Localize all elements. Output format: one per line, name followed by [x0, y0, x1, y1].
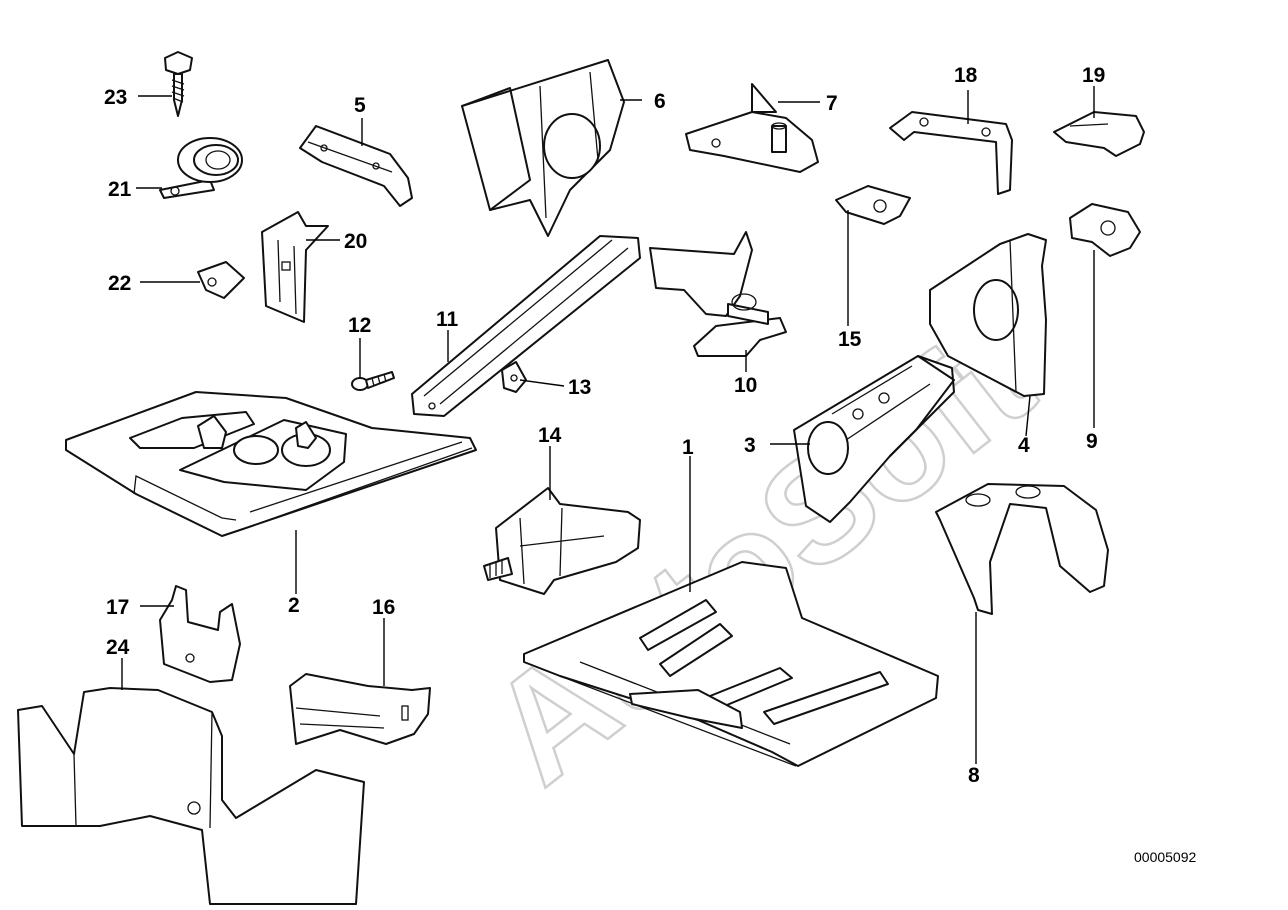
part-14-mount — [483, 487, 641, 595]
part-24-shield — [17, 687, 365, 905]
label-13: 13 — [568, 376, 591, 399]
label-14: 14 — [538, 424, 562, 447]
part-3-bracket — [793, 355, 955, 523]
label-24: 24 — [106, 636, 130, 659]
label-11: 11 — [436, 308, 459, 331]
label-2: 2 — [288, 594, 300, 617]
part-17-clip — [159, 585, 241, 683]
part-23-screw — [164, 51, 193, 117]
label-17: 17 — [106, 596, 129, 619]
label-7: 7 — [826, 92, 838, 115]
label-23: 23 — [104, 86, 127, 109]
label-21: 21 — [108, 178, 132, 201]
part-11-rail — [411, 235, 641, 417]
part-22-clip — [197, 261, 245, 299]
label-5: 5 — [354, 94, 366, 117]
part-15-bracket — [835, 185, 911, 225]
label-20: 20 — [344, 230, 367, 253]
part-20-bracket — [261, 211, 329, 323]
label-12: 12 — [348, 314, 371, 337]
part-6-bracket — [461, 59, 625, 237]
label-15: 15 — [838, 328, 862, 351]
label-18: 18 — [954, 64, 978, 87]
part-9-clip — [1069, 203, 1141, 257]
leader-lines — [121, 86, 1095, 764]
part-10-bracket — [649, 231, 787, 357]
part-4-bracket — [929, 233, 1047, 397]
label-1: 1 — [682, 436, 694, 459]
part-16-clamp — [289, 673, 431, 745]
part-19-clip — [1053, 111, 1145, 157]
label-4: 4 — [1018, 434, 1030, 457]
label-9: 9 — [1086, 430, 1098, 453]
part-12-screw — [351, 371, 395, 391]
document-number: 00005092 — [1134, 849, 1197, 865]
label-3: 3 — [744, 434, 756, 457]
part-18-bracket — [889, 111, 1013, 195]
label-16: 16 — [372, 596, 395, 619]
part-13-clip — [501, 361, 527, 393]
label-19: 19 — [1082, 64, 1105, 87]
label-10: 10 — [734, 374, 757, 397]
part-5-bracket — [299, 125, 413, 207]
part-8-bracket — [935, 483, 1109, 615]
label-8: 8 — [968, 764, 980, 787]
part-21-clamp — [159, 137, 243, 199]
label-6: 6 — [654, 90, 666, 113]
part-2-plate — [65, 391, 477, 537]
part-1-plate — [523, 561, 939, 767]
part-7-plate — [685, 83, 819, 173]
label-22: 22 — [108, 272, 131, 295]
callout-labels: 1 2 3 4 5 6 7 8 9 10 11 12 13 14 15 16 1… — [104, 64, 1105, 787]
